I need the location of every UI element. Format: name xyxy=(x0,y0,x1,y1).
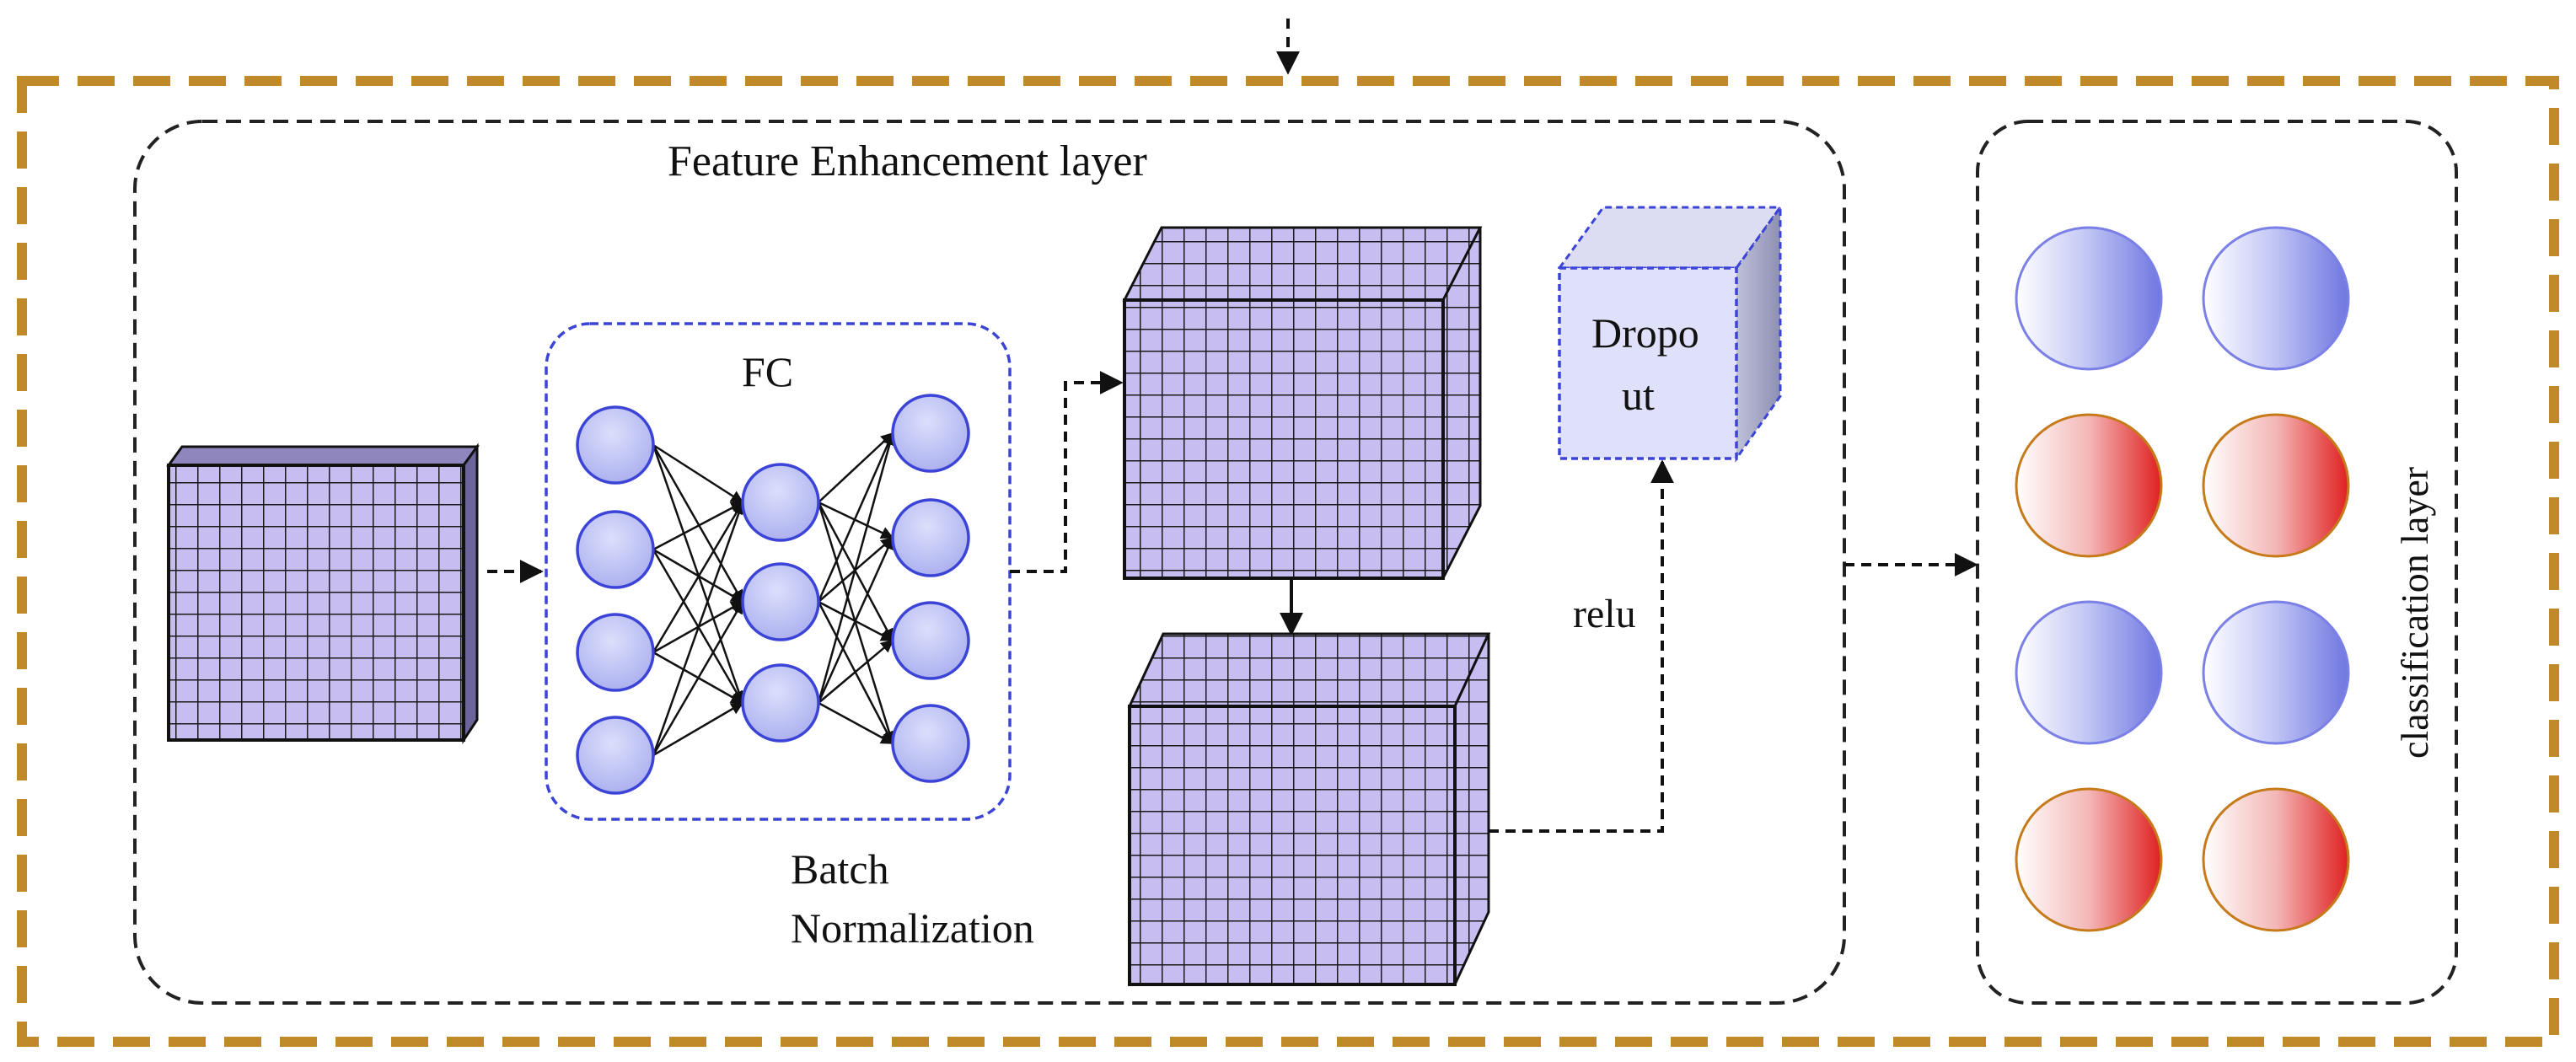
fc-neuron xyxy=(741,663,820,743)
blue-output-node xyxy=(2015,226,2163,371)
fc-connection xyxy=(652,600,744,756)
red-output-node xyxy=(2202,413,2350,558)
arrow-bn-to-dropout xyxy=(1489,459,1674,833)
fc-output-cube xyxy=(1122,226,1483,580)
fc-neuron xyxy=(891,704,970,783)
fc-connection xyxy=(652,501,745,756)
fc-label: FC xyxy=(742,348,793,395)
fc-connection xyxy=(652,701,744,757)
fc-connection xyxy=(817,432,894,603)
fc-neuron xyxy=(576,716,655,795)
feature-enhancement-box xyxy=(133,120,1846,1005)
input-feature-map xyxy=(166,442,480,744)
blue-output-node xyxy=(2202,226,2350,371)
batch-norm-label-line1: Batch xyxy=(791,845,889,893)
dropout-label-line2: ut xyxy=(1622,372,1655,419)
fc-neuron xyxy=(576,405,655,485)
relu-label: relu xyxy=(1573,592,1636,636)
fc-neuron xyxy=(891,601,970,680)
fc-neuron xyxy=(741,562,820,641)
blue-output-node xyxy=(2202,600,2350,745)
fc-connection xyxy=(652,444,745,705)
dropout-box xyxy=(1557,203,1783,463)
fc-connection xyxy=(652,443,744,504)
fc-network xyxy=(576,394,970,795)
red-output-node xyxy=(2015,413,2163,558)
dropout-label-line1: Dropo xyxy=(1591,309,1699,357)
fc-connection xyxy=(818,701,894,745)
classification-title: classification layer xyxy=(2393,467,2436,759)
batch-norm-cube xyxy=(1127,632,1491,986)
classification-box xyxy=(1976,120,2458,1005)
arrow-fc-to-cube xyxy=(1010,371,1124,573)
red-output-node xyxy=(2015,787,2163,932)
fc-connection xyxy=(652,501,744,551)
fc-connection xyxy=(817,536,894,704)
fc-connection xyxy=(817,432,896,704)
fc-neuron xyxy=(891,394,970,473)
fc-neuron xyxy=(741,463,820,542)
outer-border xyxy=(17,76,2559,1047)
batch-norm-label-line2: Normalization xyxy=(791,904,1034,952)
red-output-node xyxy=(2202,787,2350,932)
fc-connection xyxy=(652,444,744,603)
fc-neuron xyxy=(891,498,970,577)
feature-enhancement-title: Feature Enhancement layer xyxy=(668,137,1147,185)
fc-neuron xyxy=(576,613,655,692)
classification-nodes xyxy=(2015,226,2350,932)
blue-output-node xyxy=(2015,600,2163,745)
fc-connection xyxy=(818,640,894,704)
fc-connection xyxy=(652,501,744,653)
fc-neuron xyxy=(576,510,655,589)
fc-connection xyxy=(818,432,894,503)
